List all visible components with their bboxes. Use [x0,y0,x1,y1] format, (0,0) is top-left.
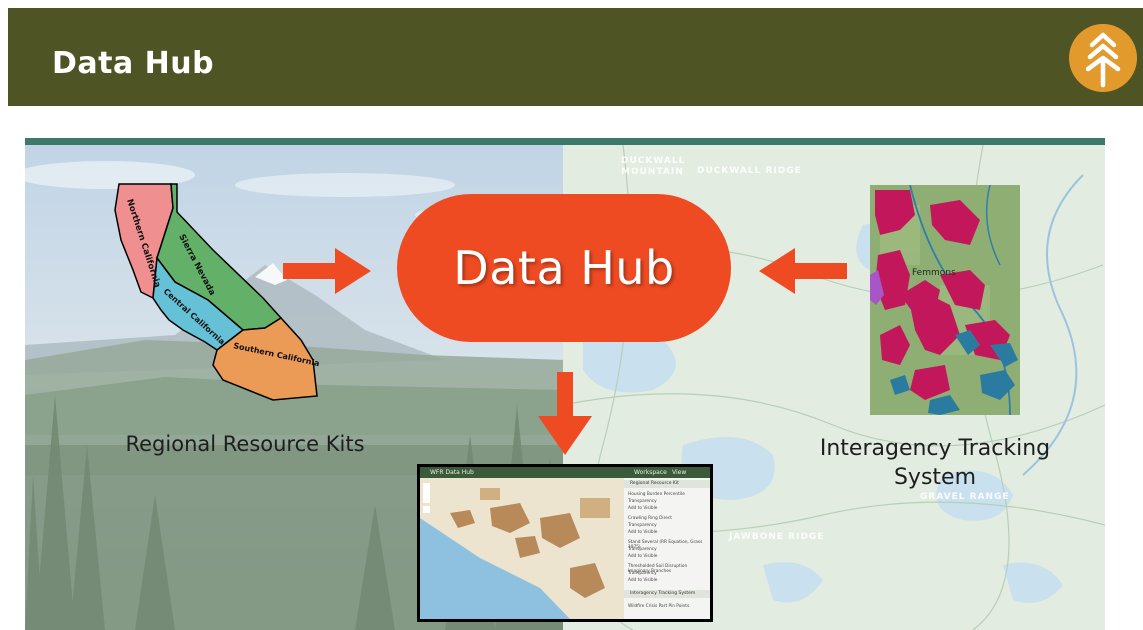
arrow-right-icon [283,248,371,294]
tracking-label-line1: Interagency Tracking [819,436,1051,461]
layer-item: Transparency [628,547,657,552]
tracking-label-line2: System [893,465,977,490]
layer-item: Transparency [628,523,657,528]
app-layer-panel: Regional Resource Kit Housing Burden Per… [624,478,710,619]
california-regions-map: Northern California Sierra Nevada Centra… [114,183,319,401]
arrow-down-icon [538,372,592,455]
regional-resource-kits-label: Regional Resource Kits [125,432,365,456]
arrow-left-icon [759,248,847,294]
app-title: WFR Data Hub [430,469,474,476]
layer-item: Housing Burden Percentile [628,492,685,497]
map-feature-label: DUCKWALL RIDGE [697,166,802,176]
panel-section-header: Regional Resource Kit [624,480,710,488]
app-nav-item: Workspace [634,469,667,476]
layer-item: Add to Visible [628,530,658,535]
layer-item: Transparency [628,499,657,504]
panel-section-header: Interagency Tracking System [624,590,710,598]
diagram-panel: DUCKWALL MOUNTAIN DUCKWALL RIDGE GRAVEL … [25,138,1105,630]
title-bar: Data Hub [8,8,1143,106]
layer-item: Crawling Ring Direct [628,516,672,521]
app-top-bar: WFR Data Hub Workspace View [420,467,710,478]
data-hub-app-screenshot: WFR Data Hub Workspace View Regional Res… [417,464,713,622]
layer-item: Add to Visible [628,578,658,583]
app-nav-item: View [672,469,687,476]
map-place-label: Femmons [912,268,956,278]
panel-top-border [25,138,1105,145]
map-feature-label: JAWBONE RIDGE [729,532,825,542]
map-feature-label: GRAVEL RANGE [920,492,1010,502]
layer-item: Wildfire Crisis Part Pin Points [628,604,690,609]
page-title: Data Hub [52,46,215,81]
layer-item: Stand Several (RR Equation, Grass 1975) [628,540,703,550]
region-southern-california [212,317,318,401]
map-feature-label: MOUNTAIN [621,167,684,177]
interagency-tracking-map: Femmons [870,185,1020,415]
tree-icon [1069,24,1137,92]
layer-item: Add to Visible [628,506,658,511]
data-hub-label: Data Hub [453,241,675,295]
layer-item: Transparency [628,571,657,576]
app-map-view [420,478,624,619]
layer-item: Thresholded Soil Disruption Imaginary Br… [628,564,688,574]
interagency-tracking-system-label: Interagency Tracking System [795,434,1075,492]
map-feature-label: DUCKWALL [621,156,686,166]
data-hub-node: Data Hub [397,194,731,342]
layer-item: Add to Visible [628,554,658,559]
